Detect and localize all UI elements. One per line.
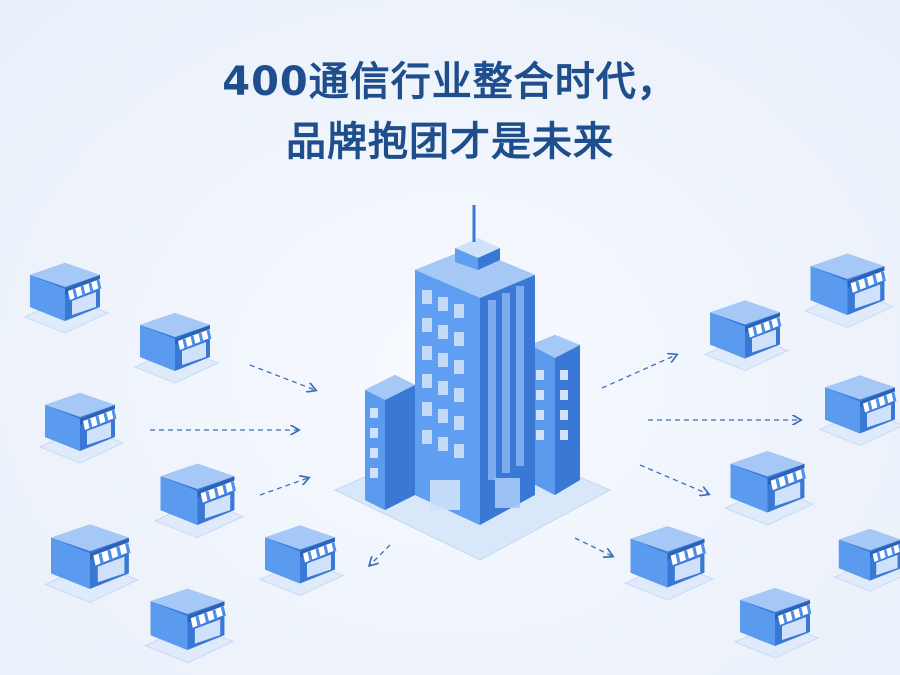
arrow-out-3: [639, 464, 708, 494]
store-icon-center-bottom: [258, 523, 345, 598]
store-icon-left-6: [143, 587, 235, 665]
store-icon-right-2: [703, 298, 790, 373]
store-icon-left-4: [153, 462, 245, 540]
arrow-out-4: [574, 537, 612, 556]
headline: 400通信行业整合时代， 品牌抱团才是未来: [0, 52, 900, 172]
arrow-in-1: [249, 364, 315, 390]
store-icon-right-7: [733, 586, 820, 660]
flow-arrows: [150, 355, 800, 565]
store-icon-right-3: [818, 373, 900, 448]
central-building-icon: [365, 205, 580, 525]
arrow-out-1: [601, 355, 676, 389]
store-icon-right-4: [723, 449, 815, 527]
store-icon-right-1: [803, 252, 895, 330]
store-icon-left-3: [38, 391, 125, 465]
store-icon-left-1: [23, 261, 110, 335]
arrow-in-3: [259, 478, 308, 496]
store-icon-right-6: [832, 527, 900, 594]
arrow-out-bottom-left: [370, 544, 391, 565]
store-icon-left-2: [133, 311, 220, 385]
store-icon-right-5: [623, 524, 715, 602]
store-icon-left-5: [43, 522, 140, 604]
headline-line-2: 品牌抱团才是未来: [286, 119, 614, 165]
headline-line-1: 400通信行业整合时代，: [222, 59, 678, 105]
